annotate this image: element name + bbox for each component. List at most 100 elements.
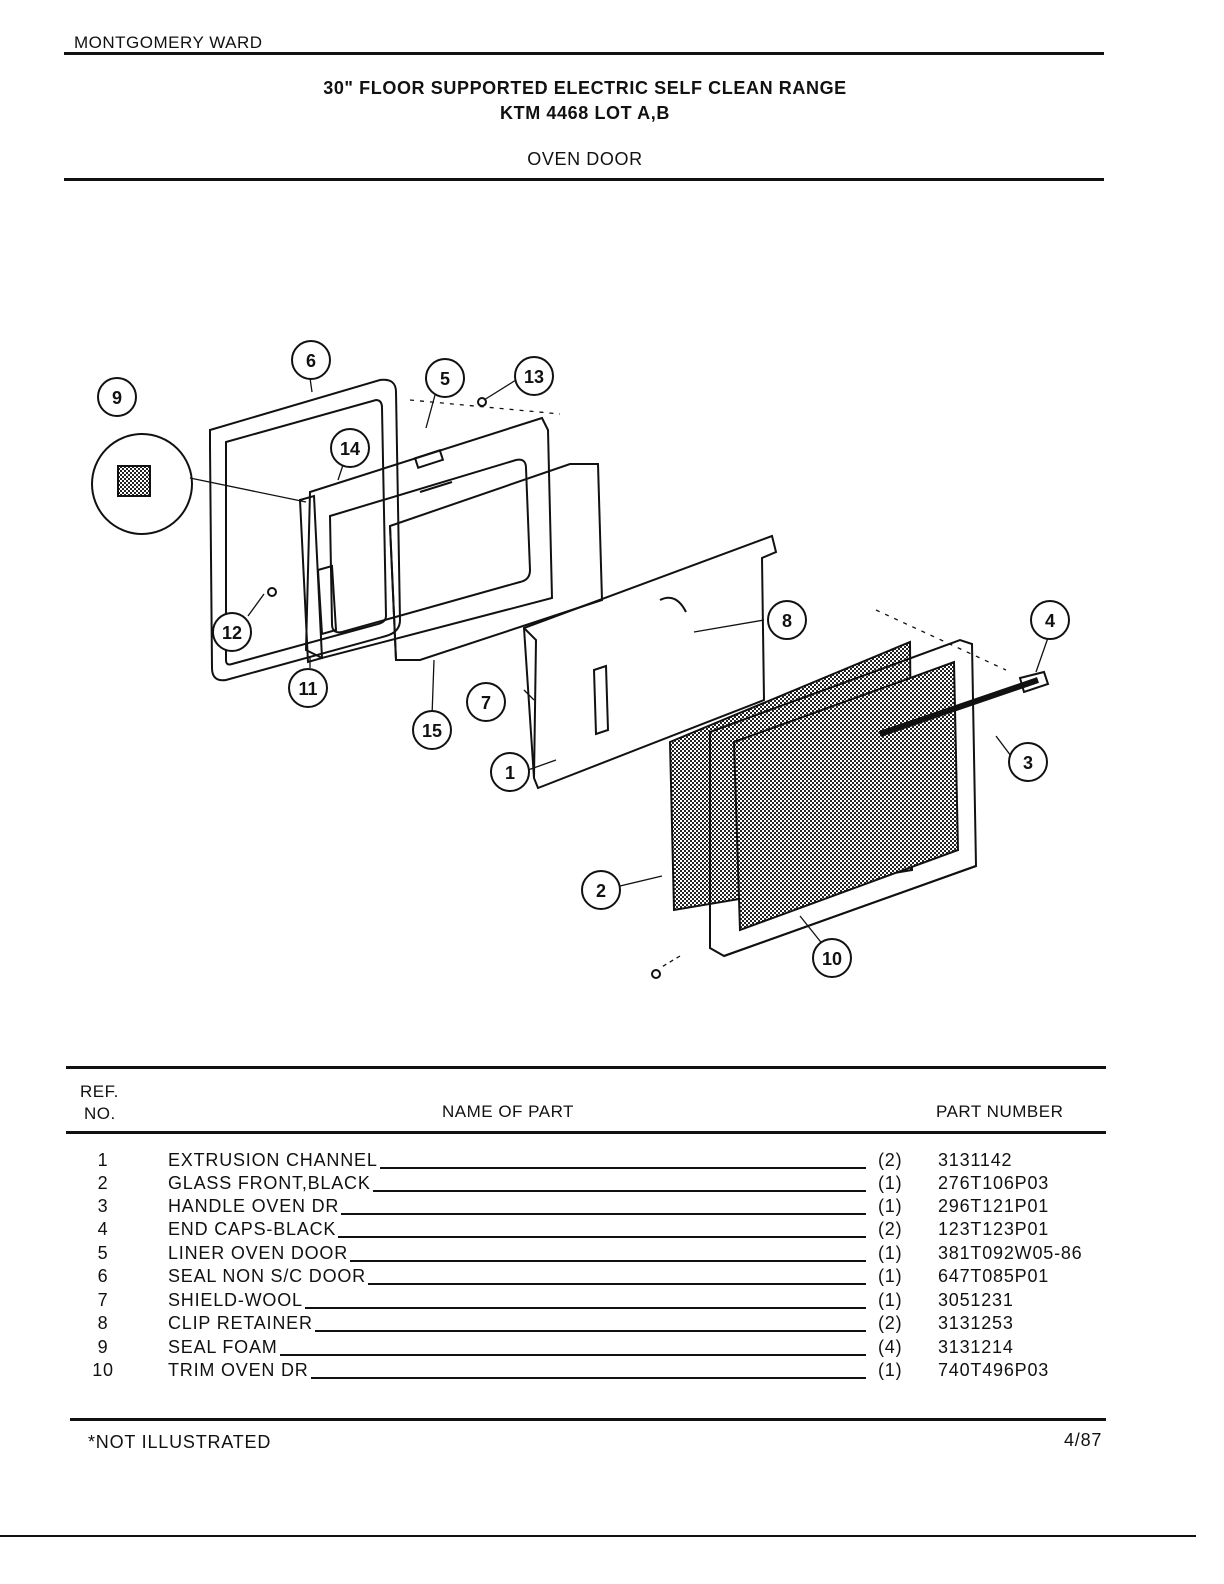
callout-2: 2: [581, 870, 621, 910]
part-name: EXTRUSION CHANNEL: [168, 1150, 380, 1171]
header-top-rule: [64, 52, 1104, 55]
shield-part: [522, 534, 778, 790]
ref-number: 10: [92, 1360, 114, 1380]
part-name: SEAL NON S/C DOOR: [168, 1266, 368, 1287]
callout-13: 13: [514, 356, 554, 396]
part-number-header: PART NUMBER: [936, 1102, 1064, 1121]
table-row: 7 SHIELD-WOOL (1) 3051231: [0, 1290, 1224, 1314]
svg-text:5: 5: [440, 369, 450, 389]
svg-text:8: 8: [782, 611, 792, 631]
document-title: 30" FLOOR SUPPORTED ELECTRIC SELF CLEAN …: [323, 78, 847, 98]
ref-number: 9: [97, 1337, 109, 1357]
leader-line: [168, 1307, 866, 1309]
table-row: 9 SEAL FOAM (4) 3131214: [0, 1337, 1224, 1361]
part-name: LINER OVEN DOOR: [168, 1243, 351, 1264]
ref-header-line2: NO.: [84, 1104, 116, 1123]
callout-4: 4: [1030, 600, 1070, 640]
part-quantity: (1): [878, 1290, 903, 1310]
part-number: 3051231: [938, 1290, 1014, 1310]
part-number: 3131142: [938, 1150, 1013, 1170]
table-header-rule: [66, 1131, 1106, 1134]
callout-5: 5: [425, 358, 465, 398]
svg-text:2: 2: [596, 881, 606, 901]
table-row: 3 HANDLE OVEN DR (1) 296T121P01: [0, 1196, 1224, 1220]
leader-line: [168, 1213, 866, 1215]
part-name: TRIM OVEN DR: [168, 1360, 311, 1381]
callout-6: 6: [291, 340, 331, 380]
svg-text:3: 3: [1023, 753, 1033, 773]
leader-line: [168, 1377, 866, 1379]
part-name: SEAL FOAM: [168, 1337, 280, 1358]
footer-rule: [70, 1418, 1106, 1421]
part-number: 3131214: [938, 1337, 1014, 1357]
leader-line: [168, 1260, 866, 1262]
leader-line: [168, 1283, 866, 1285]
part-quantity: (2): [878, 1219, 903, 1239]
leader-line: [168, 1354, 866, 1356]
part-number: 3131253: [938, 1313, 1014, 1333]
table-row: 2 GLASS FRONT,BLACK (1) 276T106P03: [0, 1173, 1224, 1197]
callout-1: 1: [490, 752, 530, 792]
ref-number: 4: [97, 1219, 109, 1239]
extrusion-channel-part: [298, 494, 338, 664]
table-row: 5 LINER OVEN DOOR (1) 381T092W05-86: [0, 1243, 1224, 1267]
exploded-parts-diagram: 6 5 13 9 14 8 4 12 11 7 15 1 3 2 10: [91, 340, 1070, 979]
ref-number: 5: [97, 1243, 109, 1263]
not-illustrated-note: *NOT ILLUSTRATED: [88, 1432, 272, 1452]
svg-text:9: 9: [112, 388, 122, 408]
ref-header-line1: REF.: [80, 1082, 119, 1101]
callout-7: 7: [466, 682, 506, 722]
part-number: 647T085P01: [938, 1266, 1050, 1286]
part-name: GLASS FRONT,BLACK: [168, 1173, 373, 1194]
svg-text:10: 10: [822, 949, 842, 969]
part-name: SHIELD-WOOL: [168, 1290, 305, 1311]
ref-number: 3: [97, 1196, 109, 1216]
leader-line: [168, 1167, 866, 1169]
brand-name: MONTGOMERY WARD: [74, 33, 263, 52]
page-bottom-rule: [0, 1535, 1196, 1537]
callout-8: 8: [767, 600, 807, 640]
header-bottom-rule: [64, 178, 1104, 181]
part-name: CLIP RETAINER: [168, 1313, 315, 1334]
svg-text:11: 11: [298, 679, 317, 699]
table-row: 10 TRIM OVEN DR (1) 740T496P03: [0, 1360, 1224, 1384]
ref-number: 6: [97, 1266, 109, 1286]
model-number: KTM 4468 LOT A,B: [500, 103, 670, 123]
part-number: 123T123P01: [938, 1219, 1050, 1239]
seal-frame-part: [209, 378, 402, 682]
svg-text:7: 7: [481, 693, 491, 713]
leader-line: [168, 1330, 866, 1332]
name-of-part-header: NAME OF PART: [442, 1102, 574, 1121]
callout-12: 12: [212, 612, 252, 652]
part-number: 276T106P03: [938, 1173, 1050, 1193]
callout-15: 15: [412, 710, 452, 750]
part-quantity: (2): [878, 1150, 903, 1170]
part-name: HANDLE OVEN DR: [168, 1196, 342, 1217]
part-quantity: (1): [878, 1243, 903, 1263]
svg-text:13: 13: [524, 367, 544, 387]
table-top-rule: [66, 1066, 1106, 1069]
revision-date: 4/87: [1064, 1430, 1103, 1450]
part-number: 740T496P03: [938, 1360, 1050, 1380]
part-name: END CAPS-BLACK: [168, 1219, 339, 1240]
table-row: 4 END CAPS-BLACK (2) 123T123P01: [0, 1219, 1224, 1243]
part-quantity: (1): [878, 1266, 903, 1286]
callout-11: 11: [288, 668, 328, 708]
svg-text:14: 14: [340, 439, 360, 459]
callout-14: 14: [330, 428, 370, 468]
ref-number: 8: [97, 1313, 109, 1333]
handle-part: [879, 670, 1050, 737]
table-row: 1 EXTRUSION CHANNEL (2) 3131142: [0, 1150, 1224, 1174]
callout-3: 3: [1008, 742, 1048, 782]
part-number: 381T092W05-86: [938, 1243, 1083, 1263]
insulation-board-part: [388, 463, 604, 661]
part-quantity: (1): [878, 1196, 903, 1216]
seal-foam-detail: [91, 433, 193, 535]
leader-line: [168, 1190, 866, 1192]
ref-number: 7: [97, 1290, 109, 1310]
callout-9: 9: [97, 377, 137, 417]
part-quantity: (1): [878, 1173, 903, 1193]
leader-line: [168, 1236, 866, 1238]
svg-text:1: 1: [505, 763, 515, 783]
callout-10: 10: [812, 938, 852, 978]
